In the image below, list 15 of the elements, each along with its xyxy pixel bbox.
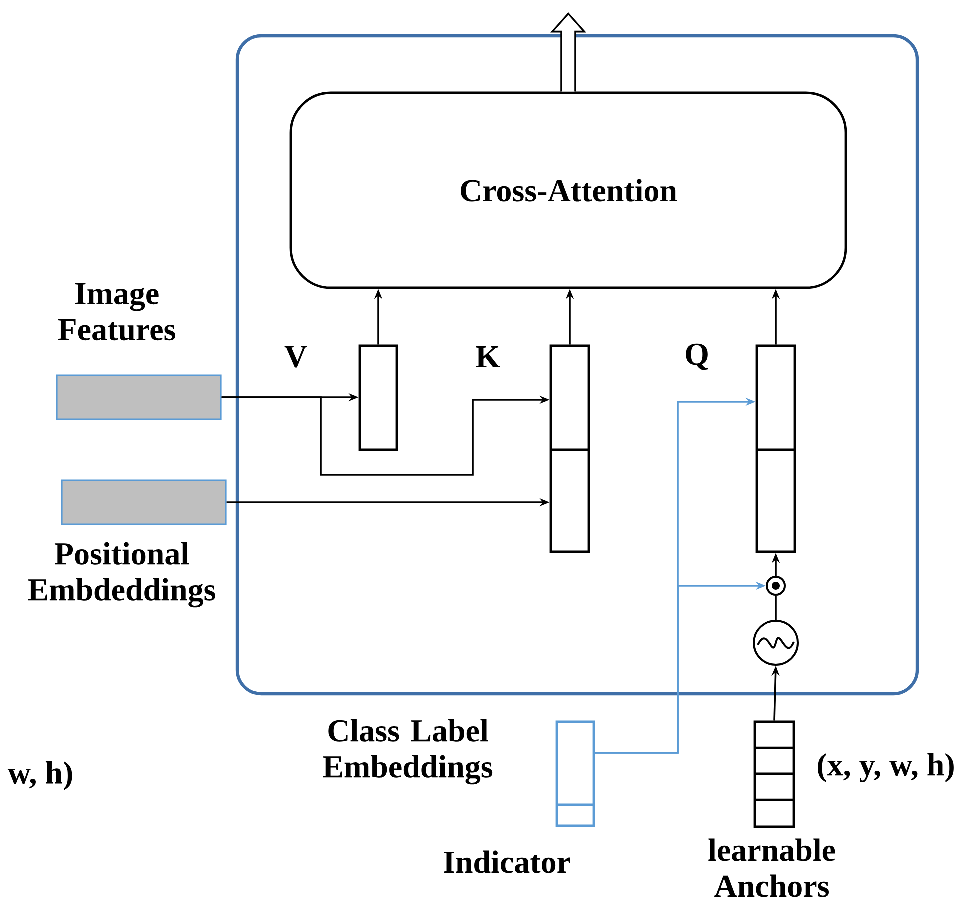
coordinate-label: (x, y, w, h) [818, 753, 954, 783]
bar-label: Indicator [444, 850, 570, 874]
vector-label: Q [686, 344, 708, 370]
sine-symbol [753, 620, 800, 666]
vector-label: V [284, 346, 308, 368]
vector-label: K [476, 346, 500, 368]
bar-label: Image Features [58, 283, 176, 341]
output-arrow [550, 12, 586, 93]
cut-label: w, h) [8, 762, 72, 791]
bar-label: learnable Anchors [708, 838, 836, 898]
bar-label: Positional Embdeddings [28, 542, 216, 608]
module-frame [236, 34, 920, 696]
bar-label: Class Label Embeddings [323, 719, 493, 785]
attention-box: Cross-Attention [290, 92, 848, 290]
product-symbol [766, 576, 786, 596]
